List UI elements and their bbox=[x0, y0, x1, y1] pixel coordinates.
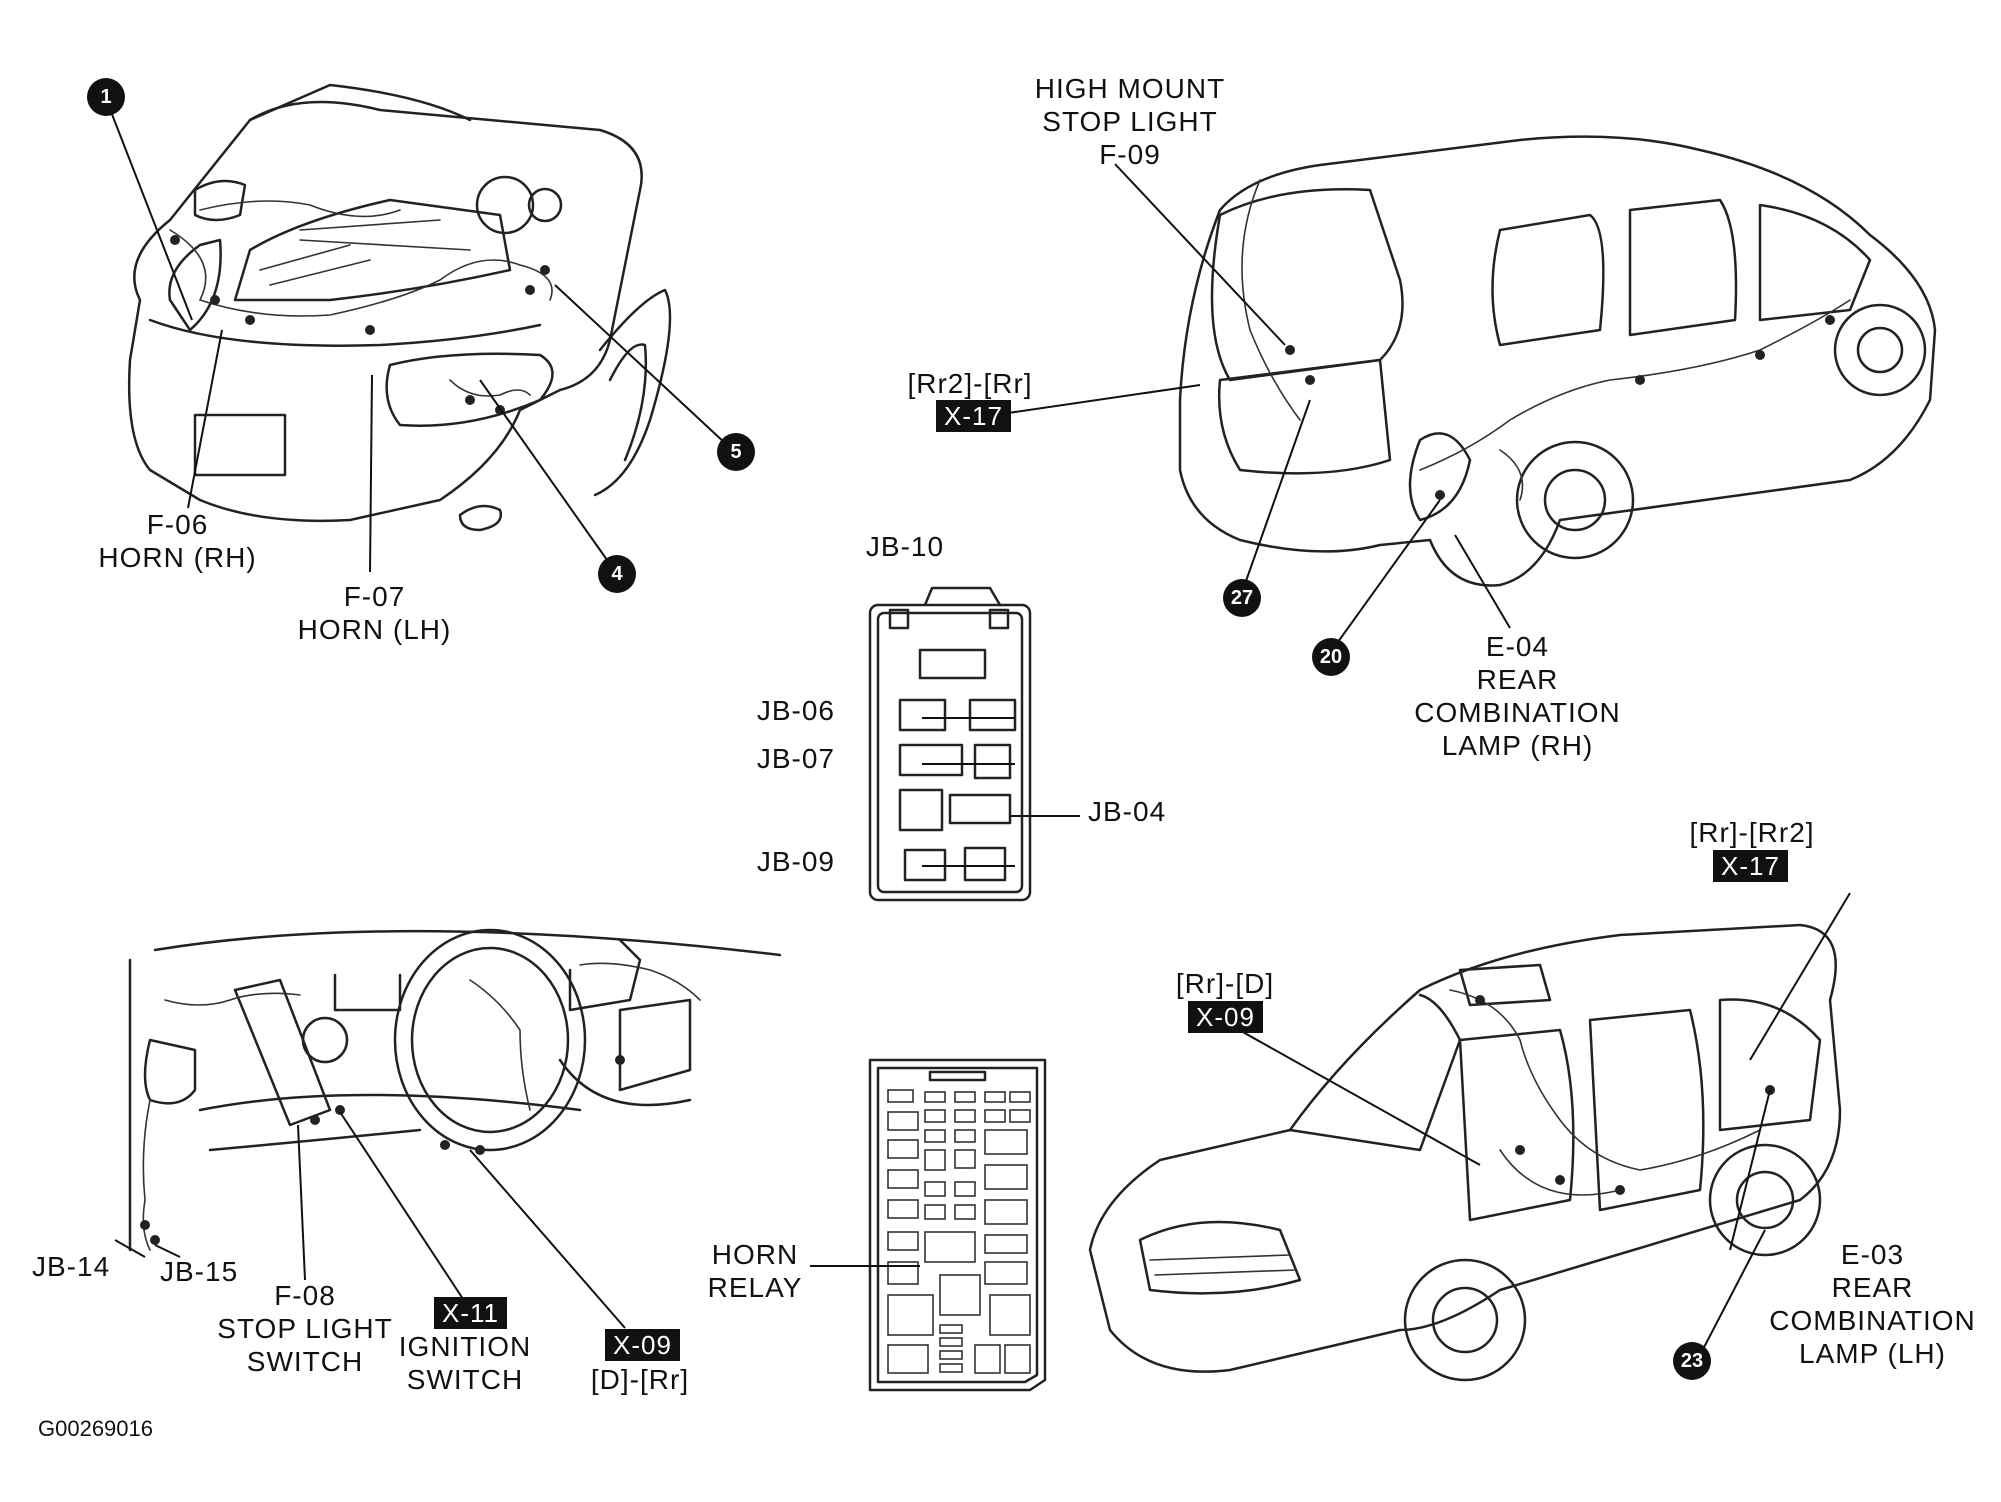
rear-combination-lamp-rh-label: E-04 REAR COMBINATION LAMP (RH) bbox=[1405, 630, 1630, 762]
jb14-label: JB-14 bbox=[32, 1251, 111, 1282]
jb15-label: JB-15 bbox=[160, 1256, 239, 1287]
horn-rh-name: HORN (RH) bbox=[98, 542, 257, 573]
ignition-line1: IGNITION bbox=[398, 1331, 532, 1362]
high-mount-line2: STOP LIGHT bbox=[1042, 106, 1218, 137]
dashboard-drawing bbox=[128, 928, 782, 1252]
jb09-label: JB-09 bbox=[756, 846, 835, 877]
front-x09-pair-label: [Rr]-[D] bbox=[1175, 968, 1275, 999]
front-x17-tag: X-17 bbox=[1713, 850, 1788, 882]
rear-van-drawing bbox=[1178, 135, 1937, 587]
horn-lh-name: HORN (LH) bbox=[297, 614, 452, 645]
e04-line3: LAMP (RH) bbox=[1441, 730, 1594, 761]
e04-line2: COMBINATION bbox=[1414, 697, 1621, 728]
callout-20: 20 bbox=[1312, 638, 1350, 676]
e03-line1: REAR bbox=[1831, 1272, 1914, 1303]
f08-line2: SWITCH bbox=[246, 1346, 364, 1377]
f08-line1: STOP LIGHT bbox=[217, 1313, 393, 1344]
jb06-label: JB-06 bbox=[756, 695, 835, 726]
jb04-label: JB-04 bbox=[1088, 796, 1167, 827]
jb10-label: JB-10 bbox=[865, 531, 945, 562]
figure-id: G00269016 bbox=[38, 1416, 153, 1441]
ignition-line2: SWITCH bbox=[406, 1364, 524, 1395]
high-mount-stop-light-label: HIGH MOUNT STOP LIGHT F-09 bbox=[1020, 72, 1240, 171]
e03-line3: LAMP (LH) bbox=[1799, 1338, 1946, 1369]
callout-23: 23 bbox=[1673, 1342, 1711, 1380]
horn-rh-code: F-06 bbox=[146, 509, 209, 540]
rear-x17-tag: X-17 bbox=[936, 400, 1011, 432]
ignition-x11-tag: X-11 bbox=[434, 1297, 507, 1329]
rear-x17-pair-label: [Rr2]-[Rr] bbox=[907, 368, 1033, 399]
front-van-drawing bbox=[1088, 923, 1842, 1382]
callout-27: 27 bbox=[1223, 579, 1261, 617]
horn-relay-label: HORN RELAY bbox=[700, 1238, 810, 1304]
dash-x09-pair-label: [D]-[Rr] bbox=[590, 1364, 690, 1395]
horn-lh-label: F-07 HORN (LH) bbox=[287, 580, 462, 646]
e04-line1: REAR bbox=[1476, 664, 1559, 695]
high-mount-code: F-09 bbox=[1099, 139, 1161, 170]
callout-1: 1 bbox=[87, 78, 125, 116]
e04-code: E-04 bbox=[1485, 631, 1550, 662]
horn-rh-label: F-06 HORN (RH) bbox=[90, 508, 265, 574]
jb07-label: JB-07 bbox=[756, 743, 835, 774]
relay-box-drawing bbox=[868, 1058, 1047, 1392]
horn-relay-line2: RELAY bbox=[707, 1272, 803, 1303]
e03-code: E-03 bbox=[1840, 1239, 1905, 1270]
callout-4: 4 bbox=[598, 555, 636, 593]
callout-5: 5 bbox=[717, 433, 755, 471]
dash-x09-tag: X-09 bbox=[605, 1329, 680, 1361]
leader-lines bbox=[107, 103, 1851, 1356]
rear-combination-lamp-lh-label: E-03 REAR COMBINATION LAMP (LH) bbox=[1760, 1238, 1985, 1370]
horn-lh-code: F-07 bbox=[343, 581, 406, 612]
front-x17-pair-label: [Rr]-[Rr2] bbox=[1689, 817, 1815, 848]
high-mount-line1: HIGH MOUNT bbox=[1034, 73, 1226, 104]
junction-box-drawing bbox=[868, 586, 1032, 902]
horn-relay-line1: HORN bbox=[711, 1239, 799, 1270]
f08-code: F-08 bbox=[274, 1280, 336, 1311]
engine-bay-drawing bbox=[127, 83, 672, 532]
ignition-switch-label: IGNITION SWITCH bbox=[390, 1330, 540, 1396]
e03-line2: COMBINATION bbox=[1769, 1305, 1976, 1336]
stop-light-switch-label: F-08 STOP LIGHT SWITCH bbox=[205, 1279, 405, 1378]
front-x09-tag: X-09 bbox=[1188, 1001, 1263, 1033]
